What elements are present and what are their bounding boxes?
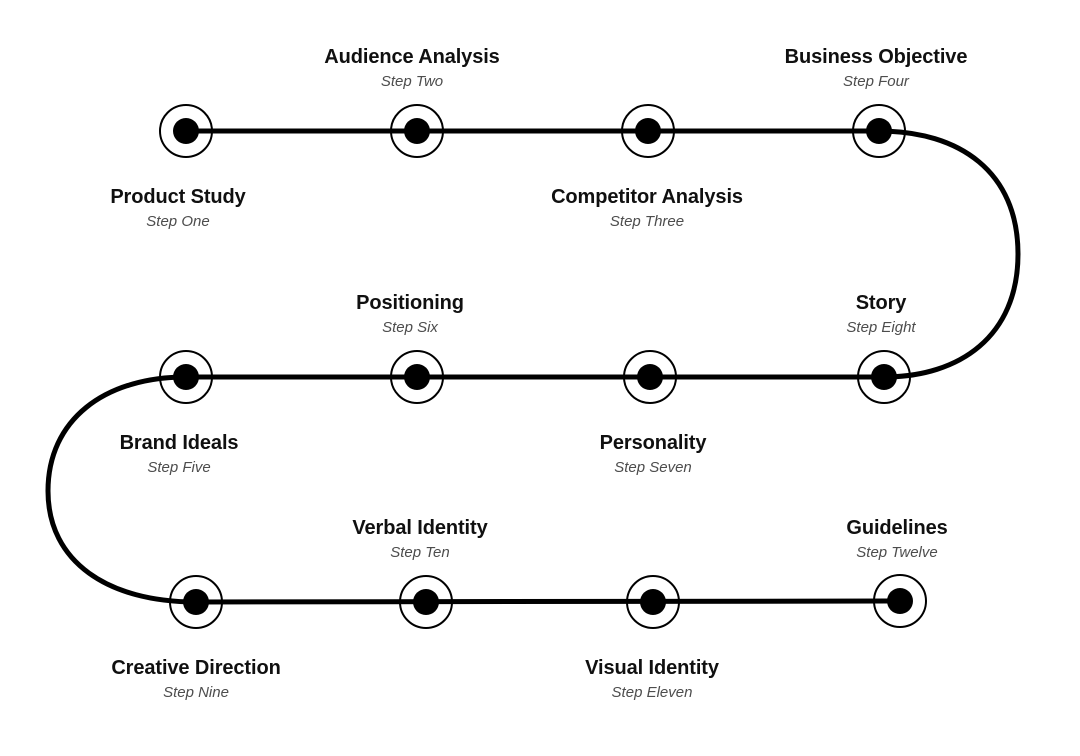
timeline-node-10[interactable] <box>399 575 453 629</box>
node-title-11: Visual Identity <box>585 657 719 679</box>
timeline-node-6[interactable] <box>390 350 444 404</box>
timeline-node-2[interactable] <box>390 104 444 158</box>
timeline-node-1[interactable] <box>159 104 213 158</box>
timeline-node-8[interactable] <box>857 350 911 404</box>
node-subtitle-2: Step Two <box>380 72 444 90</box>
node-dot-icon <box>173 364 199 390</box>
node-dot-icon <box>183 589 209 615</box>
node-dot-icon <box>404 364 430 390</box>
node-dot-icon <box>413 589 439 615</box>
node-subtitle-10: Step Ten <box>390 543 450 561</box>
node-title-7: Personality <box>599 432 707 454</box>
node-subtitle-12: Step Twelve <box>856 543 938 561</box>
node-dot-icon <box>404 118 430 144</box>
node-dot-icon <box>866 118 892 144</box>
node-title-5: Brand Ideals <box>119 432 239 454</box>
timeline-node-4[interactable] <box>852 104 906 158</box>
node-title-4: Business Objective <box>784 46 968 69</box>
node-subtitle-8: Step Eight <box>846 318 916 336</box>
node-dot-icon <box>887 588 913 614</box>
node-title-6: Positioning <box>356 292 464 315</box>
node-title-1: Product Study <box>110 186 246 208</box>
timeline-node-5[interactable] <box>159 350 213 404</box>
node-dot-icon <box>637 364 663 390</box>
node-subtitle-7: Step Seven <box>614 458 692 476</box>
node-title-2: Audience Analysis <box>324 46 500 69</box>
timeline-node-11[interactable] <box>626 575 680 629</box>
node-subtitle-6: Step Six <box>382 318 438 336</box>
node-subtitle-5: Step Five <box>147 458 211 476</box>
node-dot-icon <box>640 589 666 615</box>
node-title-3: Competitor Analysis <box>551 186 743 208</box>
node-title-9: Creative Direction <box>111 657 281 679</box>
timeline-node-3[interactable] <box>621 104 675 158</box>
node-subtitle-1: Step One <box>146 212 210 230</box>
node-dot-icon <box>871 364 897 390</box>
timeline-node-9[interactable] <box>169 575 223 629</box>
node-subtitle-4: Step Four <box>843 72 909 90</box>
node-subtitle-11: Step Eleven <box>611 683 693 701</box>
node-title-12: Guidelines <box>846 517 948 540</box>
node-dot-icon <box>635 118 661 144</box>
node-subtitle-9: Step Nine <box>163 683 229 701</box>
node-dot-icon <box>173 118 199 144</box>
node-title-10: Verbal Identity <box>352 517 488 540</box>
timeline-node-12[interactable] <box>873 574 927 628</box>
timeline-node-7[interactable] <box>623 350 677 404</box>
node-subtitle-3: Step Three <box>609 212 685 230</box>
node-title-8: Story <box>855 292 907 315</box>
